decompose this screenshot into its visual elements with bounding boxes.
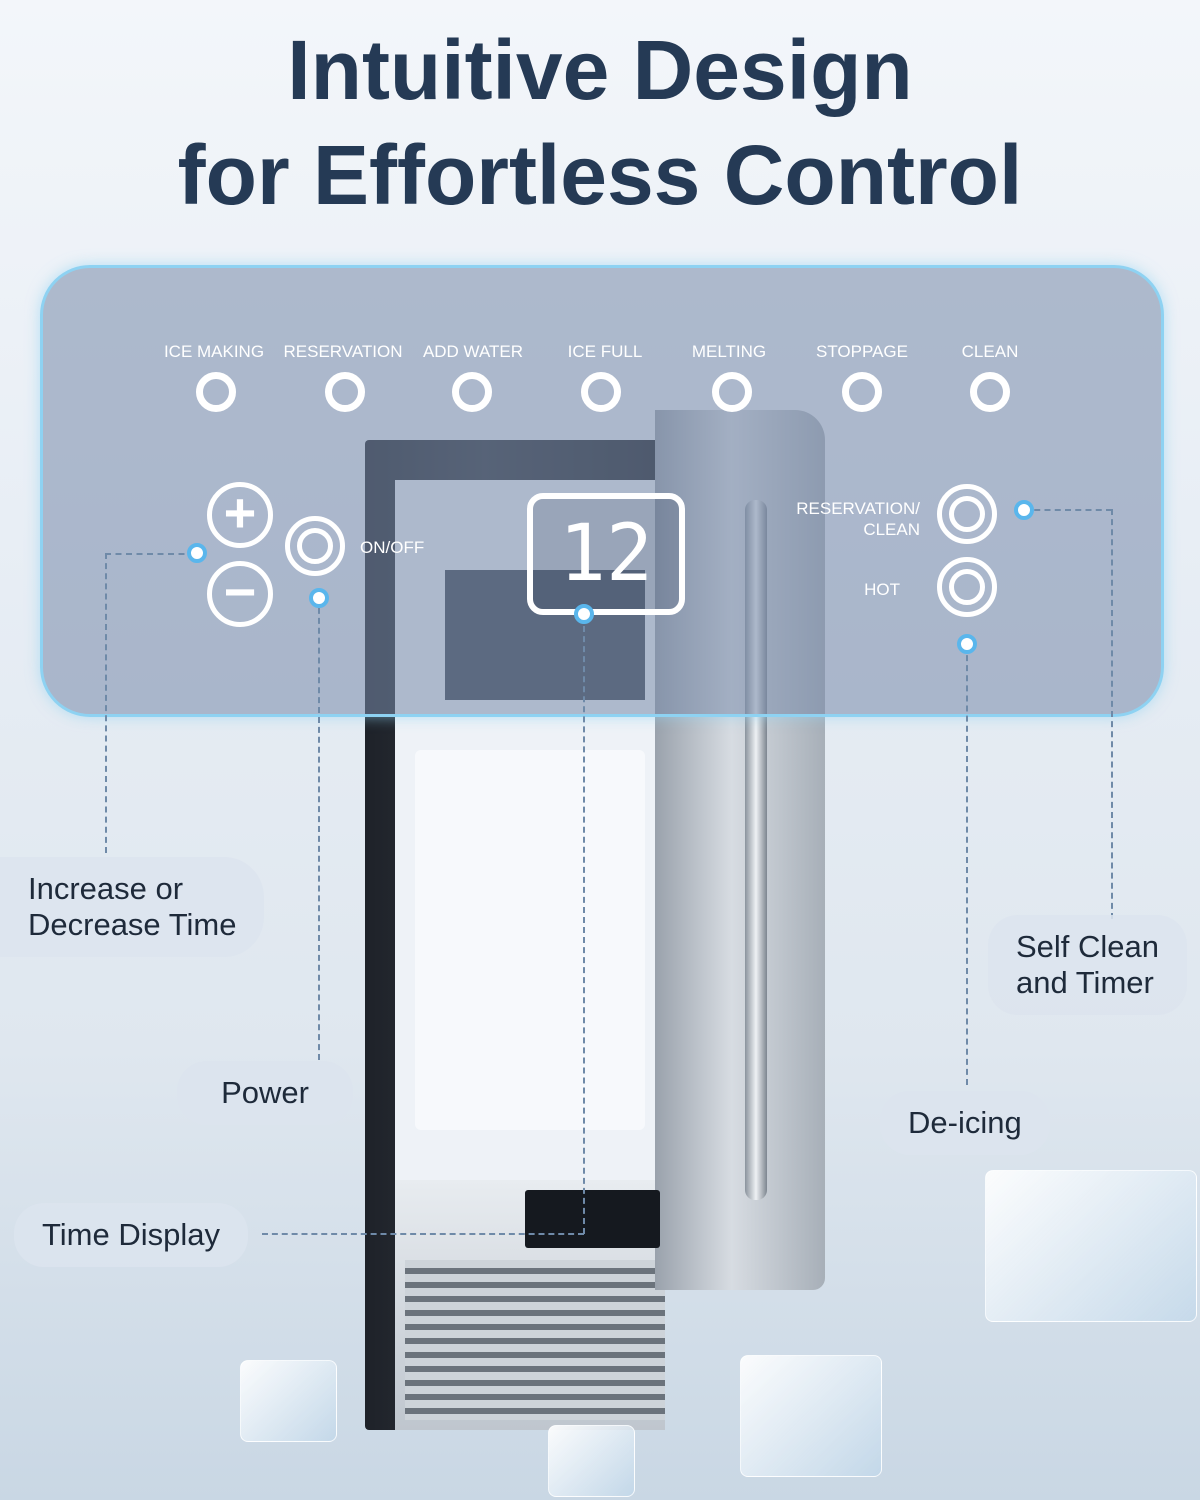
leader-line [105, 553, 195, 555]
indicator-label-add-water: ADD WATER [422, 342, 524, 361]
on-off-label: ON/OFF [360, 538, 425, 557]
callout-dot-reservation [1014, 500, 1034, 520]
plus-button[interactable]: + [207, 482, 273, 548]
leader-line [966, 645, 968, 1085]
leader-line [1111, 509, 1113, 919]
vent-grille [405, 1260, 665, 1420]
callout-dot-power [309, 588, 329, 608]
indicator-label-melting: MELTING [691, 342, 767, 361]
hot-button[interactable] [937, 557, 997, 617]
hot-label: HOT [864, 580, 900, 599]
indicator-light-stoppage [842, 372, 882, 412]
leader-line [583, 616, 585, 1234]
mini-control-panel [525, 1190, 660, 1248]
ice-cube [240, 1360, 337, 1442]
callout-power: Power [177, 1061, 353, 1125]
time-display-screen: 12 [527, 493, 685, 615]
power-button[interactable] [285, 516, 345, 576]
callout-dot-plus-minus [187, 543, 207, 563]
indicator-light-reservation [325, 372, 365, 412]
indicator-light-ice-making [196, 372, 236, 412]
minus-button[interactable]: − [207, 561, 273, 627]
indicator-light-add-water [452, 372, 492, 412]
indicator-light-melting [712, 372, 752, 412]
indicator-light-clean [970, 372, 1010, 412]
indicator-label-ice-full: ICE FULL [567, 342, 643, 361]
callout-time-display: Time Display [14, 1203, 248, 1267]
leader-line [1024, 509, 1112, 511]
indicator-label-clean: CLEAN [961, 342, 1019, 361]
callout-de-icing: De-icing [880, 1091, 1050, 1155]
callout-dot-display [574, 604, 594, 624]
indicator-label-stoppage: STOPPAGE [816, 342, 908, 361]
ice-cube [985, 1170, 1197, 1322]
ice-cube [740, 1355, 882, 1477]
callout-increase-decrease-time: Increase or Decrease Time [0, 857, 265, 957]
headline-line-1: Intuitive Design [287, 23, 913, 117]
reservation-clean-label: RESERVATION/ CLEAN [796, 499, 920, 539]
reservation-clean-button[interactable] [937, 484, 997, 544]
leader-line [262, 1233, 584, 1235]
indicator-label-reservation: RESERVATION [283, 342, 403, 361]
indicator-light-ice-full [581, 372, 621, 412]
headline-line-2: for Effortless Control [177, 128, 1023, 222]
callout-self-clean-timer: Self Clean and Timer [988, 915, 1188, 1015]
ice-bin [415, 750, 645, 1130]
ice-cube [548, 1425, 635, 1497]
control-panel-overlay [40, 265, 1164, 717]
indicator-label-ice-making: ICE MAKING [163, 342, 265, 361]
callout-dot-hot [957, 634, 977, 654]
leader-line [105, 553, 107, 853]
leader-line [318, 598, 320, 1060]
